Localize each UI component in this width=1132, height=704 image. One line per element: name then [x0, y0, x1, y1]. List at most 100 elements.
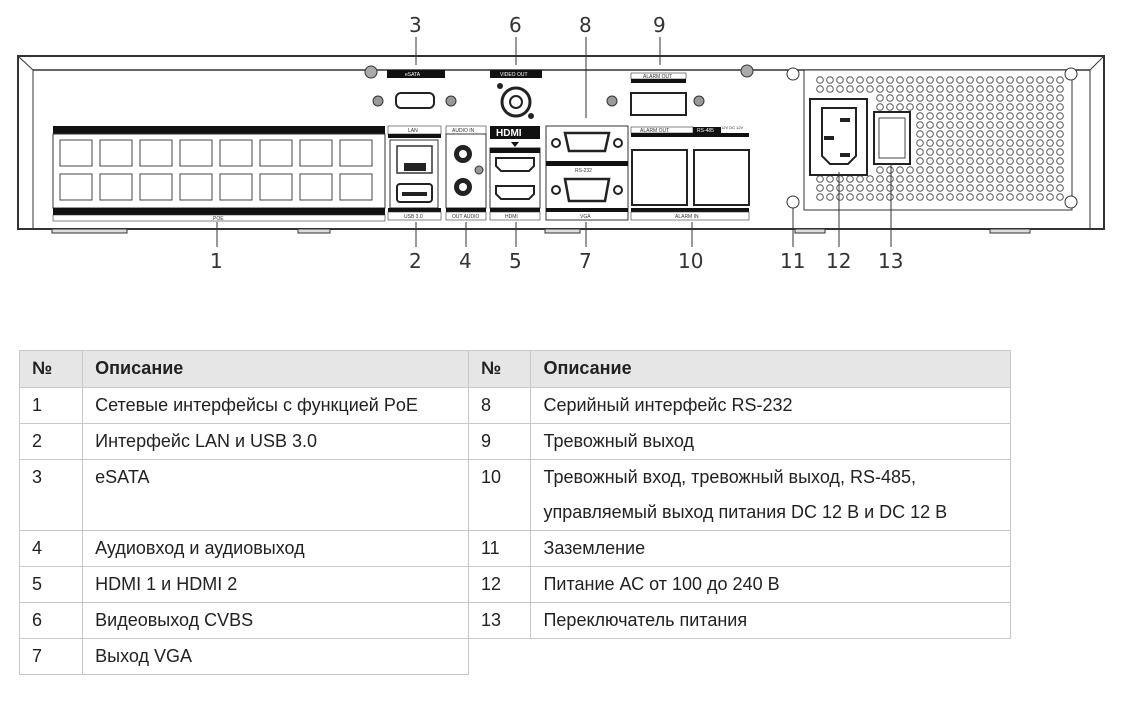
- vent-hole: [1036, 130, 1044, 138]
- vent-hole: [856, 184, 864, 192]
- callout-lines: [216, 37, 892, 247]
- callout-8: 8: [579, 13, 592, 37]
- vent-hole: [966, 166, 974, 174]
- row-desc: Тревожный выход: [530, 423, 1011, 460]
- vent-hole: [966, 184, 974, 192]
- vent-hole: [936, 103, 944, 111]
- vent-hole: [996, 130, 1004, 138]
- alarm-out-top-label: ALARM OUT: [643, 74, 672, 80]
- vent-hole: [1016, 166, 1024, 174]
- vent-hole: [896, 193, 904, 201]
- callout-4: 4: [459, 249, 472, 273]
- vent-hole: [996, 94, 1004, 102]
- rj45-port: [339, 173, 373, 201]
- vent-hole: [1016, 112, 1024, 120]
- hdmi-ports: HDMI HDMI: [489, 126, 541, 221]
- alarm-in-label: ALARM IN: [675, 214, 699, 220]
- vent-hole: [956, 175, 964, 183]
- vent-hole: [886, 103, 894, 111]
- vent-hole: [976, 157, 984, 165]
- vent-hole: [936, 157, 944, 165]
- vent-hole: [1036, 112, 1044, 120]
- row-desc: Выход VGA: [82, 638, 469, 675]
- row-desc: eSATA: [82, 459, 469, 531]
- vent-hole: [956, 112, 964, 120]
- vent-hole: [1056, 76, 1064, 84]
- vent-hole: [956, 166, 964, 174]
- vent-hole: [856, 85, 864, 93]
- vent-hole: [876, 103, 884, 111]
- vent-hole: [906, 175, 914, 183]
- vent-hole: [926, 85, 934, 93]
- row-desc: Переключатель питания: [530, 602, 1011, 639]
- vent-hole: [876, 76, 884, 84]
- vent-hole: [816, 193, 824, 201]
- vent-hole: [1036, 193, 1044, 201]
- vent-hole: [1056, 193, 1064, 201]
- row-num: 3: [18, 459, 84, 531]
- vent-hole: [816, 85, 824, 93]
- vent-hole: [946, 112, 954, 120]
- vent-hole: [996, 76, 1004, 84]
- vent-hole: [896, 76, 904, 84]
- vent-hole: [1046, 139, 1054, 147]
- vent-hole: [826, 85, 834, 93]
- row-num: 5: [18, 566, 84, 603]
- vent-hole: [1056, 184, 1064, 192]
- vent-hole: [976, 112, 984, 120]
- vent-hole: [956, 193, 964, 201]
- vent-hole: [936, 85, 944, 93]
- vent-hole: [996, 175, 1004, 183]
- vent-hole: [1046, 130, 1054, 138]
- rj45-port: [59, 173, 93, 201]
- row-num: 11: [467, 530, 532, 567]
- header-desc: Описание: [82, 350, 469, 388]
- vent-hole: [1026, 184, 1034, 192]
- vent-hole: [926, 103, 934, 111]
- vent-hole: [1046, 175, 1054, 183]
- row-num: 13: [467, 602, 532, 639]
- vent-hole: [1006, 121, 1014, 129]
- vent-hole: [886, 94, 894, 102]
- vent-hole: [926, 175, 934, 183]
- vent-hole: [866, 76, 874, 84]
- vent-hole: [986, 166, 994, 174]
- callout-12: 12: [826, 249, 851, 273]
- vent-hole: [816, 184, 824, 192]
- vent-hole: [1056, 112, 1064, 120]
- row-num: 1: [18, 387, 84, 424]
- vent-hole: [1016, 103, 1024, 111]
- vent-hole: [906, 166, 914, 174]
- callout-2: 2: [409, 249, 422, 273]
- lan-label: LAN: [408, 128, 418, 134]
- row-desc: Тревожный вход, тревожный выход, RS-485,…: [530, 459, 1011, 531]
- vent-hole: [1046, 193, 1054, 201]
- vent-hole: [996, 166, 1004, 174]
- vent-hole: [916, 166, 924, 174]
- vent-hole: [916, 193, 924, 201]
- vent-hole: [926, 157, 934, 165]
- vent-hole: [1006, 85, 1014, 93]
- vent-hole: [886, 193, 894, 201]
- vent-hole: [826, 184, 834, 192]
- vent-hole: [876, 175, 884, 183]
- vent-hole: [1006, 193, 1014, 201]
- vent-hole: [1056, 166, 1064, 174]
- vent-hole: [996, 121, 1004, 129]
- vent-hole: [936, 76, 944, 84]
- vent-hole: [846, 76, 854, 84]
- vent-hole: [816, 76, 824, 84]
- vent-hole: [1026, 193, 1034, 201]
- vent-hole: [986, 94, 994, 102]
- vent-hole: [876, 85, 884, 93]
- vent-hole: [1036, 121, 1044, 129]
- vent-hole: [916, 148, 924, 156]
- vent-hole: [916, 139, 924, 147]
- callout-10: 10: [678, 249, 703, 273]
